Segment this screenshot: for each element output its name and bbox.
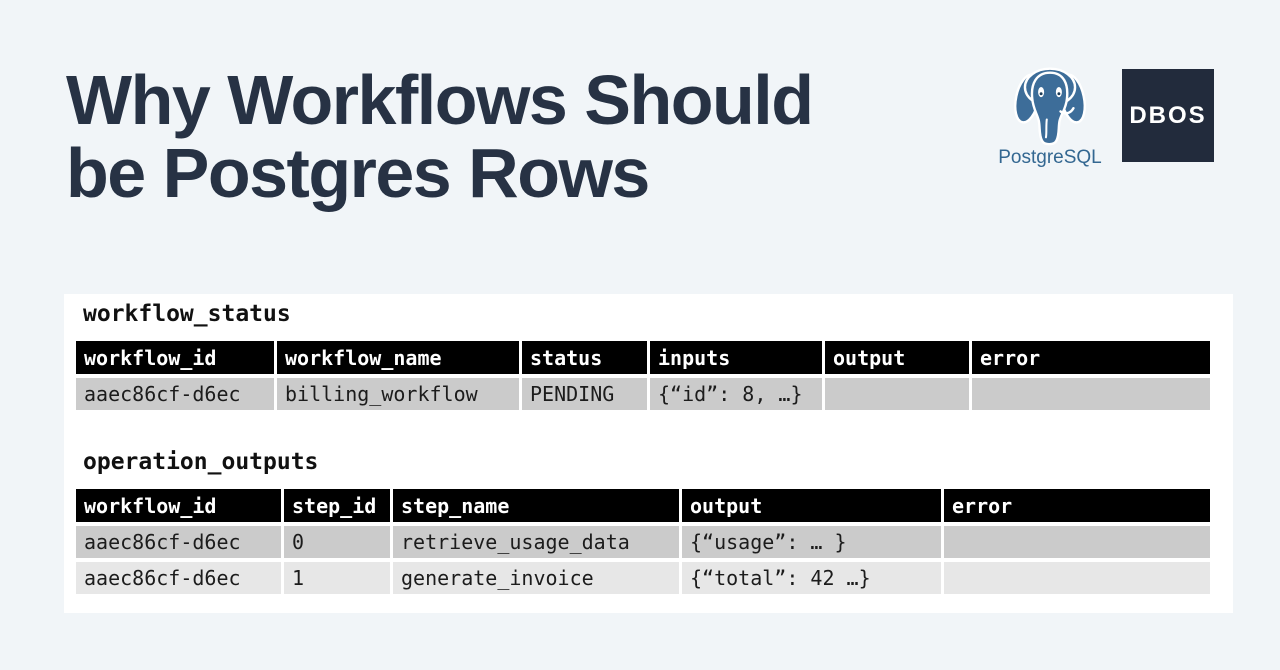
cell-workflow-id: aaec86cf-d6ec: [76, 378, 274, 410]
cell-workflow-name: billing_workflow: [277, 378, 519, 410]
cell-output: [825, 378, 969, 410]
dbos-logo-label: DBOS: [1129, 101, 1207, 129]
column-header-inputs: inputs: [650, 341, 822, 374]
cell-step-name: retrieve_usage_data: [393, 526, 679, 558]
dbos-logo: DBOS: [1122, 69, 1214, 162]
column-header-output: output: [825, 341, 969, 374]
tables-panel: workflow_status workflow_id workflow_nam…: [64, 294, 1233, 613]
postgresql-elephant-icon: [1014, 67, 1086, 146]
column-header-workflow-name: workflow_name: [277, 341, 519, 374]
column-header-workflow-id: workflow_id: [76, 341, 274, 374]
postgresql-logo: PostgreSQL: [995, 63, 1105, 168]
operation-outputs-table: workflow_id step_id step_name output err…: [73, 485, 1213, 598]
column-header-error: error: [972, 341, 1210, 374]
cell-step-id: 1: [284, 562, 390, 594]
cell-inputs: {“id”: 8, …}: [650, 378, 822, 410]
column-header-step-name: step_name: [393, 489, 679, 522]
table-title-operation-outputs: operation_outputs: [83, 449, 319, 475]
cell-workflow-id: aaec86cf-d6ec: [76, 526, 281, 558]
workflow-status-header-row: workflow_id workflow_name status inputs …: [76, 341, 1210, 374]
cell-output: {“total”: 42 …}: [682, 562, 941, 594]
column-header-output: output: [682, 489, 941, 522]
column-header-error: error: [944, 489, 1210, 522]
column-header-workflow-id: workflow_id: [76, 489, 281, 522]
column-header-step-id: step_id: [284, 489, 390, 522]
operation-outputs-header-row: workflow_id step_id step_name output err…: [76, 489, 1210, 522]
cell-error: [944, 562, 1210, 594]
cell-error: [944, 526, 1210, 558]
postgresql-logo-label: PostgreSQL: [998, 147, 1102, 168]
workflow-status-table: workflow_id workflow_name status inputs …: [73, 337, 1213, 414]
page-title-line1: Why Workflows Should: [66, 61, 814, 139]
logo-group: PostgreSQL DBOS: [995, 63, 1214, 168]
table-title-workflow-status: workflow_status: [83, 301, 291, 327]
table-row: aaec86cf-d6ec billing_workflow PENDING {…: [76, 378, 1210, 410]
cell-workflow-id: aaec86cf-d6ec: [76, 562, 281, 594]
column-header-status: status: [522, 341, 647, 374]
table-row: aaec86cf-d6ec 1 generate_invoice {“total…: [76, 562, 1210, 594]
cell-output: {“usage”: … }: [682, 526, 941, 558]
cell-error: [972, 378, 1210, 410]
cell-step-name: generate_invoice: [393, 562, 679, 594]
cell-status: PENDING: [522, 378, 647, 410]
table-row: aaec86cf-d6ec 0 retrieve_usage_data {“us…: [76, 526, 1210, 558]
page-title-line2: be Postgres Rows: [66, 134, 650, 212]
cell-step-id: 0: [284, 526, 390, 558]
